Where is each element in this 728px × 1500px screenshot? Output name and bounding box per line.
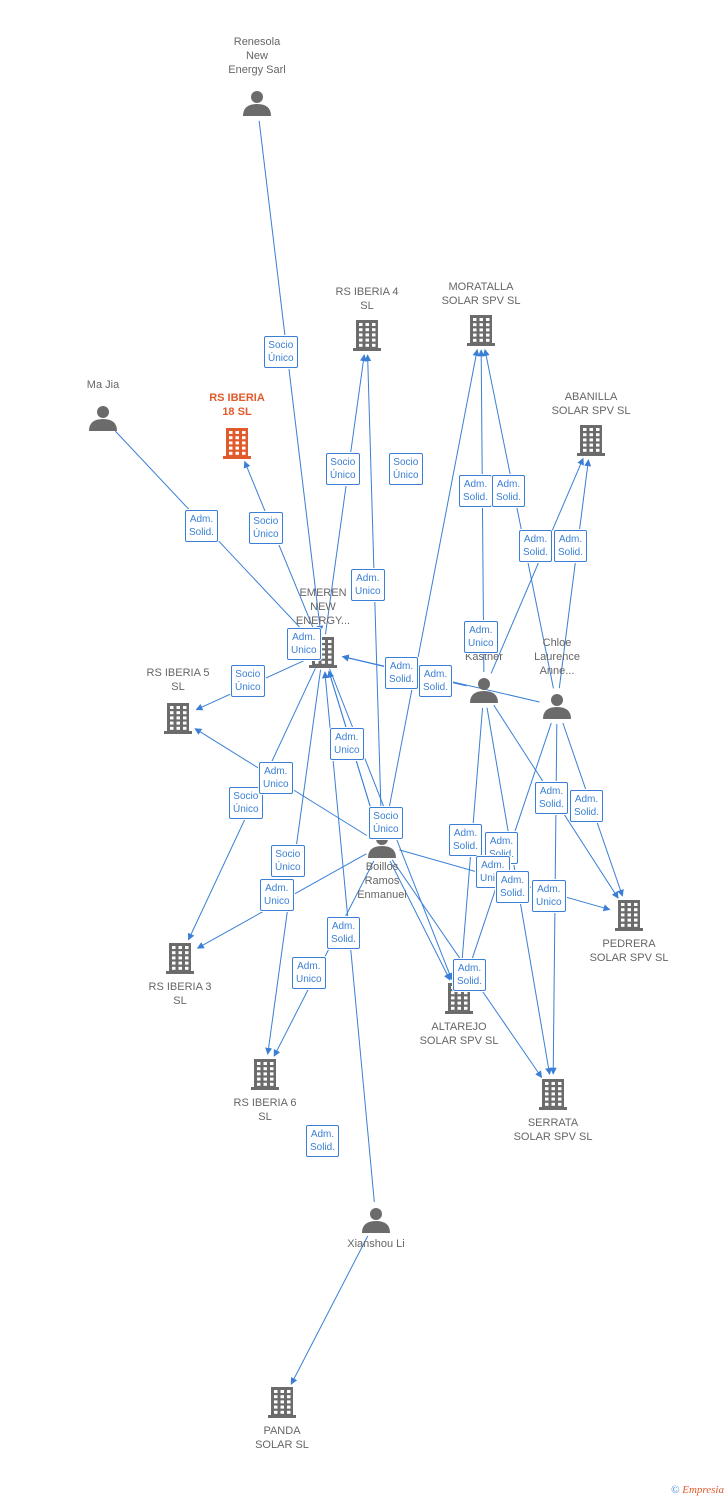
edge-label[interactable]: Adm. Unico (330, 728, 364, 760)
building-icon[interactable] (166, 943, 194, 974)
edge-xianshou-panda (290, 1235, 369, 1385)
building-icon[interactable] (223, 428, 251, 459)
edge-boillos-altarejo (389, 860, 451, 981)
edge-renesola-emeren (258, 120, 324, 633)
building-icon[interactable] (467, 315, 495, 346)
edge-label[interactable]: Adm. Unico (464, 621, 498, 653)
edge-chloe-abanilla (558, 459, 592, 689)
node-label-moratalla[interactable]: MORATALLA SOLAR SPV SL (441, 281, 521, 307)
edge-label[interactable]: Socio Único (389, 453, 423, 485)
copyright: © Empresia (671, 1484, 724, 1496)
building-icon[interactable] (251, 1059, 279, 1090)
person-icon[interactable] (362, 1208, 390, 1233)
building-icon[interactable] (164, 703, 192, 734)
copyright-symbol: © (671, 1484, 680, 1496)
node-label-serrata[interactable]: SERRATA SOLAR SPV SL (513, 1117, 593, 1143)
edge-label[interactable]: Socio Único (264, 336, 298, 368)
edge-emeren-rsiberia4 (324, 354, 367, 635)
edge-label[interactable]: Adm. Solid. (492, 475, 526, 507)
brand-logo: Empresia (682, 1484, 724, 1496)
node-label-altarejo[interactable]: ALTAREJO SOLAR SPV SL (419, 1021, 499, 1047)
node-label-rsiberia18[interactable]: RS IBERIA 18 SL (209, 392, 265, 418)
node-label-renesola[interactable]: Renesola New Energy Sarl (228, 36, 286, 76)
edge-label[interactable]: Adm. Unico (292, 957, 326, 989)
node-label-rsiberia4[interactable]: RS IBERIA 4 SL (335, 286, 399, 312)
person-icon[interactable] (470, 678, 498, 703)
building-icon[interactable] (615, 900, 643, 931)
edge-label[interactable]: Adm. Solid. (449, 824, 483, 856)
node-label-pedrera[interactable]: PEDRERA SOLAR SPV SL (589, 938, 669, 964)
edge-label[interactable]: Adm. Solid. (385, 657, 419, 689)
edge-label[interactable]: Adm. Solid. (535, 782, 569, 814)
edge-label[interactable]: Adm. Unico (287, 628, 321, 660)
building-icon[interactable] (268, 1387, 296, 1418)
edge-label[interactable]: Adm. Unico (259, 762, 293, 794)
edge-label[interactable]: Adm. Unico (351, 569, 385, 601)
edge-label[interactable]: Socio Único (369, 807, 403, 839)
edge-emeren-rsiberia18 (243, 460, 317, 636)
node-label-emeren[interactable]: EMEREN NEW ENERGY... (295, 587, 351, 627)
node-label-majia[interactable]: Ma Jia (86, 379, 120, 391)
edge-chloe-moratalla (482, 348, 554, 689)
node-label-abanilla[interactable]: ABANILLA SOLAR SPV SL (551, 391, 631, 417)
node-label-xianshou[interactable]: Xianshou Li (347, 1238, 405, 1250)
building-icon[interactable] (353, 320, 381, 351)
edge-label[interactable]: Adm. Solid. (570, 790, 604, 822)
edge-boillos-moratalla (384, 348, 480, 828)
node-label-rsiberia5[interactable]: RS IBERIA 5 SL (146, 667, 210, 693)
edge-label[interactable]: Adm. Solid. (306, 1125, 340, 1157)
node-label-kastner[interactable]: Kastner (465, 651, 503, 663)
edge-label[interactable]: Socio Único (271, 845, 305, 877)
edge-label[interactable]: Adm. Solid. (496, 871, 530, 903)
node-label-rsiberia6[interactable]: RS IBERIA 6 SL (233, 1097, 297, 1123)
edge-kastner-moratalla (477, 349, 485, 673)
edge-label[interactable]: Adm. Unico (532, 880, 566, 912)
person-icon[interactable] (243, 91, 271, 116)
node-label-boillos[interactable]: Boillos Ramos Enmanuel (357, 861, 407, 901)
node-label-chloe[interactable]: Chloe Laurence Anne... (534, 637, 580, 677)
edge-label[interactable]: Adm. Unico (260, 879, 294, 911)
edge-label[interactable]: Socio Único (249, 512, 283, 544)
edge-label[interactable]: Adm. Solid. (419, 665, 453, 697)
node-label-rsiberia3[interactable]: RS IBERIA 3 SL (148, 981, 212, 1007)
person-icon[interactable] (89, 406, 117, 431)
edge-label[interactable]: Adm. Solid. (185, 510, 219, 542)
edge-label[interactable]: Adm. Solid. (459, 475, 493, 507)
edge-kastner-abanilla (490, 457, 584, 674)
edge-label[interactable]: Adm. Solid. (519, 530, 553, 562)
edge-label[interactable]: Adm. Solid. (554, 530, 588, 562)
edge-label[interactable]: Adm. Solid. (327, 917, 361, 949)
person-icon[interactable] (543, 694, 571, 719)
building-icon[interactable] (577, 425, 605, 456)
edge-label[interactable]: Socio Único (229, 787, 263, 819)
building-icon[interactable] (539, 1079, 567, 1110)
edge-label[interactable]: Socio Único (231, 665, 265, 697)
edge-label[interactable]: Socio Único (326, 453, 360, 485)
node-label-panda[interactable]: PANDA SOLAR SL (255, 1425, 309, 1451)
edge-label[interactable]: Adm. Solid. (453, 959, 487, 991)
icons-layer (89, 91, 643, 1418)
